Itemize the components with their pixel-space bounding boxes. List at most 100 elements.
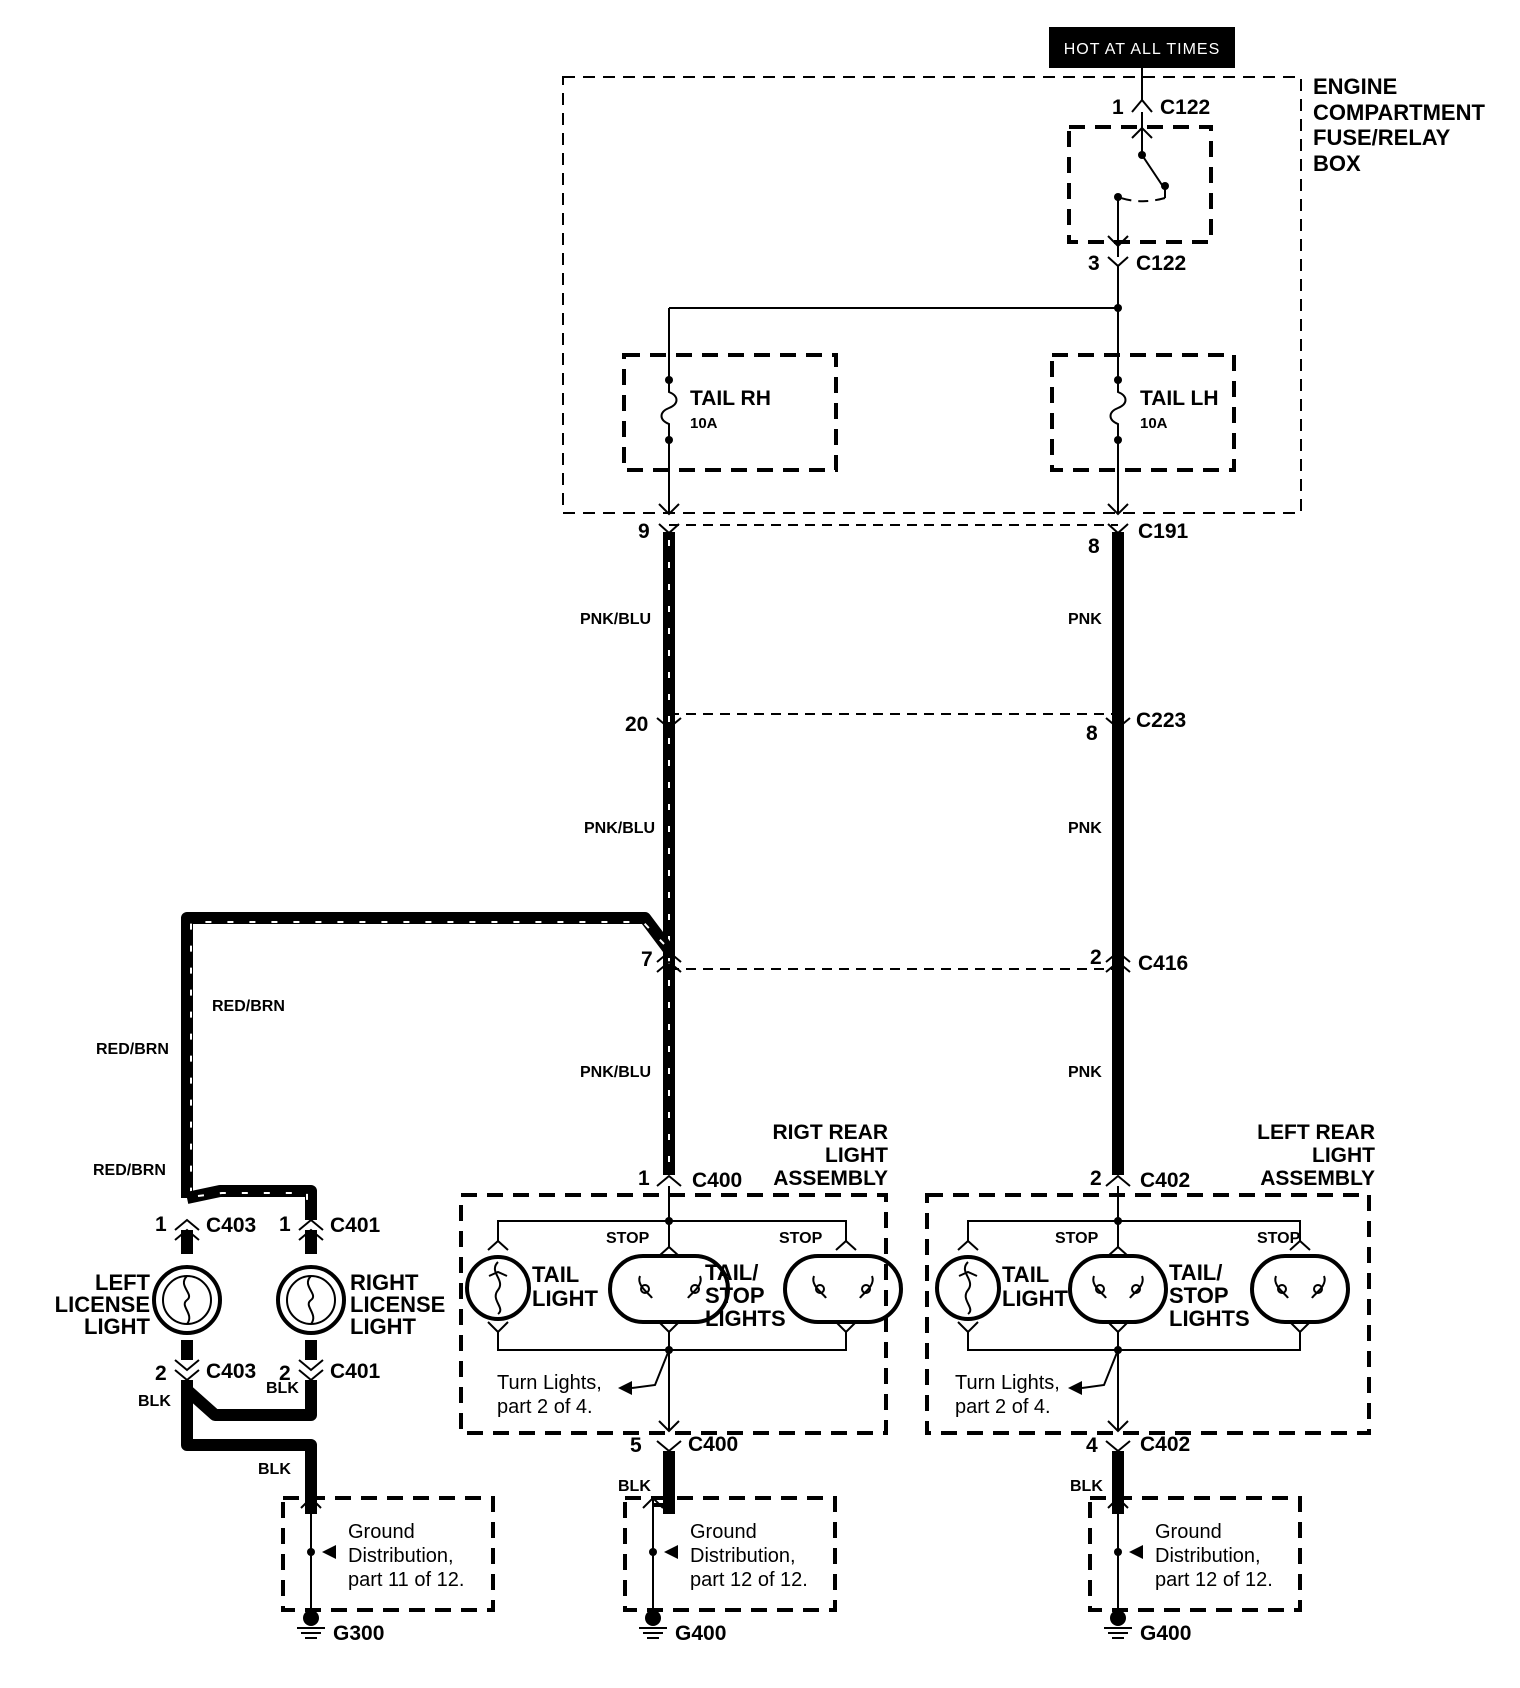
fuse-feed-bus [668, 266, 1122, 380]
svg-text:LIGHT: LIGHT [84, 1314, 151, 1339]
svg-text:C401: C401 [330, 1360, 381, 1383]
svg-text:BOX: BOX [1313, 151, 1361, 176]
svg-text:C191: C191 [1138, 520, 1189, 543]
svg-text:Distribution,: Distribution, [348, 1545, 454, 1567]
svg-text:TAIL/: TAIL/ [705, 1260, 758, 1285]
svg-text:part 2 of 4.: part 2 of 4. [497, 1396, 593, 1418]
wire-label-blk-1: BLK [138, 1393, 171, 1410]
wire-label-red-brn-1: RED/BRN [212, 998, 285, 1015]
connector-c402-bottom: 4 C402 [1086, 1433, 1190, 1514]
svg-text:C122: C122 [1160, 96, 1210, 119]
svg-text:5: 5 [630, 1434, 642, 1457]
svg-text:C400: C400 [692, 1169, 742, 1192]
fuse-relay-box-title: ENGINE COMPARTMENT FUSE/RELAY BOX [1313, 74, 1485, 176]
svg-text:TAIL: TAIL [532, 1262, 579, 1287]
svg-text:LIGHT: LIGHT [825, 1144, 888, 1167]
svg-text:C402: C402 [1140, 1433, 1190, 1456]
svg-text:G400: G400 [675, 1622, 726, 1645]
svg-text:STOP: STOP [1055, 1230, 1099, 1247]
svg-text:LICENSE: LICENSE [55, 1292, 150, 1317]
relay-switch [1067, 112, 1213, 248]
svg-text:COMPARTMENT: COMPARTMENT [1313, 100, 1485, 125]
wire-label-blk-3: BLK [258, 1461, 291, 1478]
svg-text:RIGT REAR: RIGT REAR [773, 1121, 889, 1144]
connector-c400-bottom: 5 C400 [630, 1433, 738, 1514]
svg-text:Turn Lights,: Turn Lights, [497, 1372, 602, 1394]
connector-c416: 7 2 C416 [641, 946, 1188, 975]
svg-text:LIGHT: LIGHT [350, 1314, 417, 1339]
hot-at-all-times-label: HOT AT ALL TIMES [1049, 27, 1235, 68]
svg-text:TAIL/: TAIL/ [1169, 1260, 1222, 1285]
left-rear-light-assembly: STOP STOP TAIL LIGHT TAIL/ STOP LIGHTS T… [925, 1186, 1371, 1435]
fuse-tail-rh: TAIL RH 10A [622, 353, 838, 516]
wire-blk-license-ground [181, 1380, 317, 1514]
svg-text:C122: C122 [1136, 252, 1186, 275]
wire-label-blk-c402: BLK [1070, 1478, 1103, 1495]
svg-text:2: 2 [279, 1362, 291, 1385]
svg-text:LICENSE: LICENSE [350, 1292, 445, 1317]
svg-text:C400: C400 [688, 1433, 738, 1456]
svg-text:part 2 of 4.: part 2 of 4. [955, 1396, 1051, 1418]
svg-text:G400: G400 [1140, 1622, 1191, 1645]
svg-text:LIGHT: LIGHT [532, 1286, 599, 1311]
svg-text:2: 2 [1090, 946, 1102, 969]
right-license-light: RIGHT LICENSE LIGHT [276, 1265, 445, 1339]
svg-text:Ground: Ground [1155, 1521, 1222, 1543]
svg-text:Distribution,: Distribution, [1155, 1545, 1261, 1567]
svg-text:2: 2 [155, 1362, 167, 1385]
svg-text:1: 1 [279, 1213, 291, 1236]
wire-red-brn-run [181, 912, 674, 1220]
svg-text:RIGHT: RIGHT [350, 1270, 419, 1295]
svg-text:LIGHT: LIGHT [1312, 1144, 1375, 1167]
connector-c403-top: 1 C403 [155, 1213, 256, 1254]
wire-label-pnk-2: PNK [1068, 820, 1102, 837]
connector-c223: 20 8 C223 [625, 709, 1186, 745]
connector-c401-bottom: 2 C401 [279, 1340, 381, 1385]
svg-text:2: 2 [1090, 1167, 1102, 1190]
ground-distribution-g300: Ground Distribution, part 11 of 12. G300 [281, 1496, 495, 1645]
wire-label-pnk-blu-1: PNK/BLU [580, 611, 651, 628]
connector-c122-top: 1 C122 [1112, 68, 1210, 119]
svg-text:LIGHTS: LIGHTS [705, 1306, 786, 1331]
ground-distribution-g400-left: Ground Distribution, part 12 of 12. G400 [1088, 1496, 1302, 1645]
svg-text:1: 1 [1112, 96, 1124, 119]
svg-text:STOP: STOP [606, 1230, 650, 1247]
svg-text:C403: C403 [206, 1360, 256, 1383]
ground-distribution-g400-right: Ground Distribution, part 12 of 12. G400 [623, 1496, 837, 1645]
svg-text:4: 4 [1086, 1434, 1098, 1457]
connector-c400-top: 1 C400 [638, 1167, 742, 1192]
svg-text:Ground: Ground [348, 1521, 415, 1543]
svg-text:HOT AT ALL TIMES: HOT AT ALL TIMES [1064, 41, 1221, 58]
svg-text:ENGINE: ENGINE [1313, 74, 1397, 99]
connector-c403-bottom: 2 C403 [155, 1340, 256, 1385]
svg-text:TAIL LH: TAIL LH [1140, 387, 1219, 410]
connector-c122-bottom: 3 C122 [1088, 246, 1186, 275]
fuse-tail-lh: TAIL LH 10A [1050, 353, 1236, 516]
svg-text:STOP: STOP [779, 1230, 823, 1247]
wire-label-blk-c400: BLK [618, 1478, 651, 1495]
connector-c191: 9 8 C191 [638, 520, 1189, 558]
svg-text:C401: C401 [330, 1214, 381, 1237]
connector-c402-top: 2 C402 [1090, 1167, 1190, 1192]
svg-text:part 12 of 12.: part 12 of 12. [1155, 1569, 1273, 1591]
svg-text:1: 1 [638, 1167, 650, 1190]
svg-text:STOP: STOP [1257, 1230, 1301, 1247]
svg-text:C402: C402 [1140, 1169, 1190, 1192]
wire-label-pnk-blu-3: PNK/BLU [580, 1064, 651, 1081]
svg-text:1: 1 [155, 1213, 167, 1236]
svg-text:C403: C403 [206, 1214, 256, 1237]
svg-text:STOP: STOP [705, 1283, 765, 1308]
svg-text:FUSE/RELAY: FUSE/RELAY [1313, 125, 1451, 150]
wire-label-pnk-1: PNK [1068, 611, 1102, 628]
svg-text:Turn Lights,: Turn Lights, [955, 1372, 1060, 1394]
wire-label-red-brn-3: RED/BRN [93, 1162, 166, 1179]
svg-text:Ground: Ground [690, 1521, 757, 1543]
svg-text:STOP: STOP [1169, 1283, 1229, 1308]
wire-label-pnk-blu-2: PNK/BLU [584, 820, 655, 837]
svg-text:8: 8 [1086, 722, 1098, 745]
svg-text:G300: G300 [333, 1622, 384, 1645]
wire-label-blk-2: BLK [266, 1380, 299, 1397]
svg-text:20: 20 [625, 713, 648, 736]
svg-text:C416: C416 [1138, 952, 1188, 975]
left-rear-light-assembly-title: LEFT REAR LIGHT ASSEMBLY [1257, 1121, 1375, 1190]
